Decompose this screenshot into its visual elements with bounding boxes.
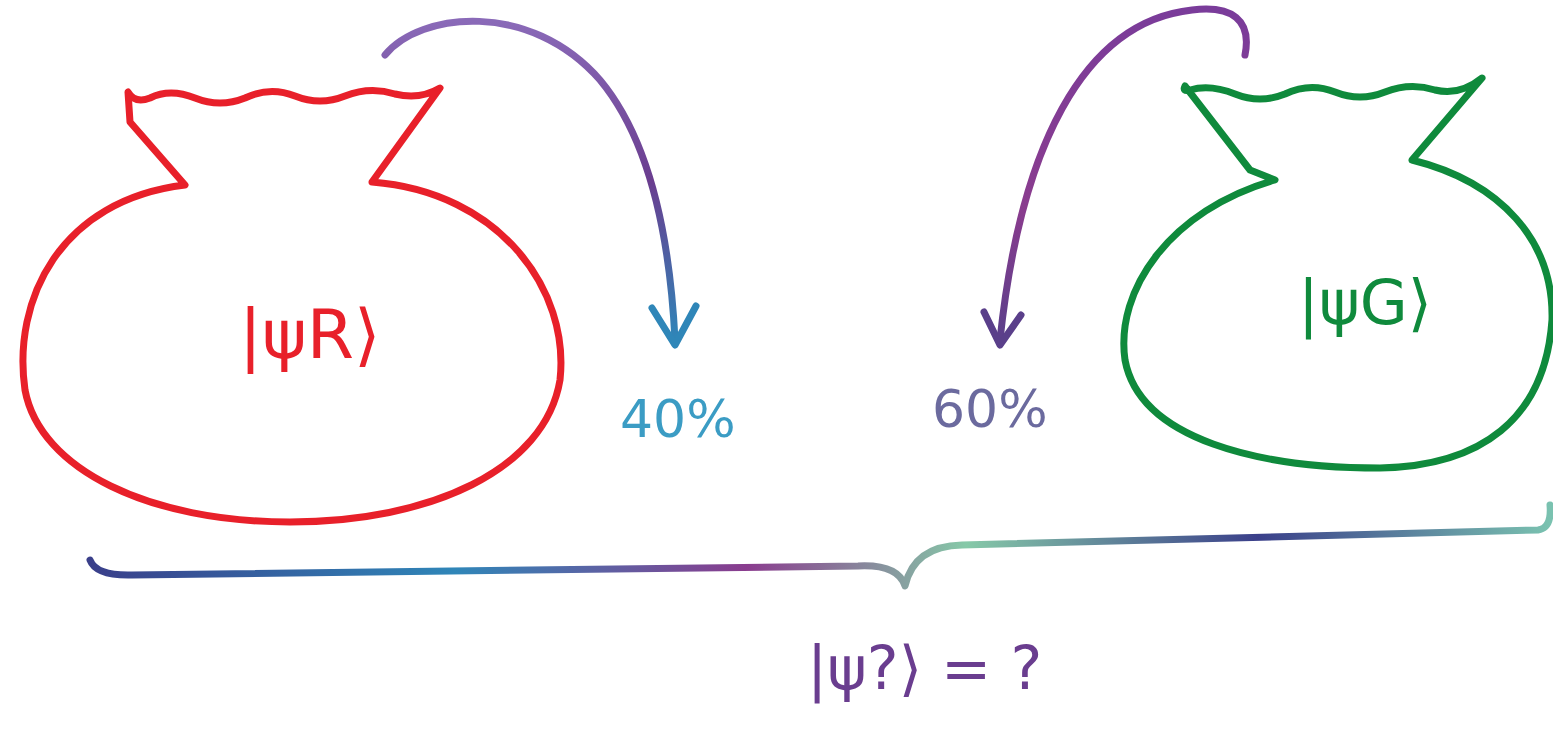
bag-shape [1112, 62, 1553, 474]
arrow-head [652, 306, 696, 345]
state-ket: |ψR⟩ [239, 298, 381, 373]
bag-node: |ψG⟩ [1112, 62, 1553, 474]
curved-arrow [385, 21, 675, 340]
percentage-label: 60% [932, 381, 1048, 438]
state-ket: |ψG⟩ [1298, 269, 1432, 337]
percentage-label: 40% [620, 391, 736, 448]
bag-outline [23, 88, 561, 522]
bag-outline [1124, 78, 1552, 468]
arrow-head [984, 312, 1021, 345]
state-label: |ψ?⟩ = ? [807, 635, 1042, 701]
bag-node: |ψR⟩ [10, 72, 578, 527]
curly-brace [90, 505, 1550, 586]
curved-arrow [1000, 9, 1246, 340]
